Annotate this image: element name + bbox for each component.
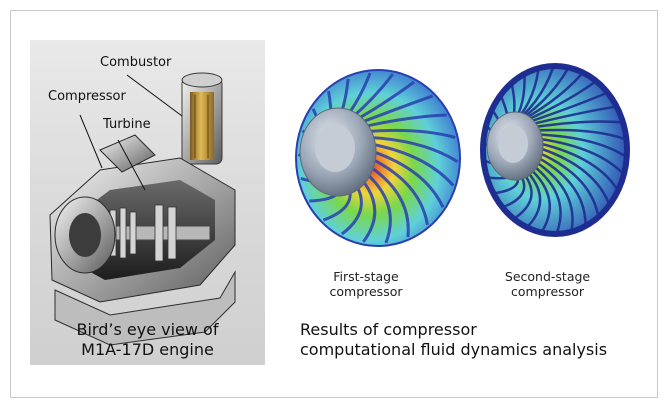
impeller-blade xyxy=(531,136,623,174)
first-stage-caption-line1: First-stage xyxy=(333,269,399,284)
cfd-caption-line2: computational fluid dynamics analysis xyxy=(300,340,608,359)
engine-caption: Bird’s eye view of M1A-17D engine xyxy=(50,320,245,360)
turbine-leader-line xyxy=(117,139,146,191)
impeller-blade xyxy=(532,140,618,190)
first-stage-impeller-render xyxy=(295,69,461,247)
engine-caption-line1: Bird’s eye view of xyxy=(76,320,219,339)
second-stage-caption-line2: compressor xyxy=(511,284,584,299)
second-stage-caption: Second-stage compressor xyxy=(485,269,610,299)
first-stage-caption-line2: compressor xyxy=(329,284,403,299)
impeller-blade xyxy=(532,144,610,203)
impeller-blade xyxy=(532,148,600,215)
compressor-label: Compressor xyxy=(48,89,126,104)
second-stage-caption-line1: Second-stage xyxy=(504,269,591,284)
cfd-caption-line1: Results of compressor xyxy=(300,320,477,339)
first-stage-caption: First-stage compressor xyxy=(306,269,426,299)
cfd-caption: Results of compressor computational flui… xyxy=(300,320,607,360)
engine-illustration xyxy=(49,72,236,346)
engine-caption-line2: M1A-17D engine xyxy=(81,340,214,359)
combustor-label: Combustor xyxy=(100,55,172,70)
impeller-blade xyxy=(530,153,587,224)
second-stage-impeller-render xyxy=(480,63,630,237)
compressor-leader-line xyxy=(79,114,103,169)
turbine-label: Turbine xyxy=(103,117,151,132)
combustor-leader-line xyxy=(126,74,183,117)
